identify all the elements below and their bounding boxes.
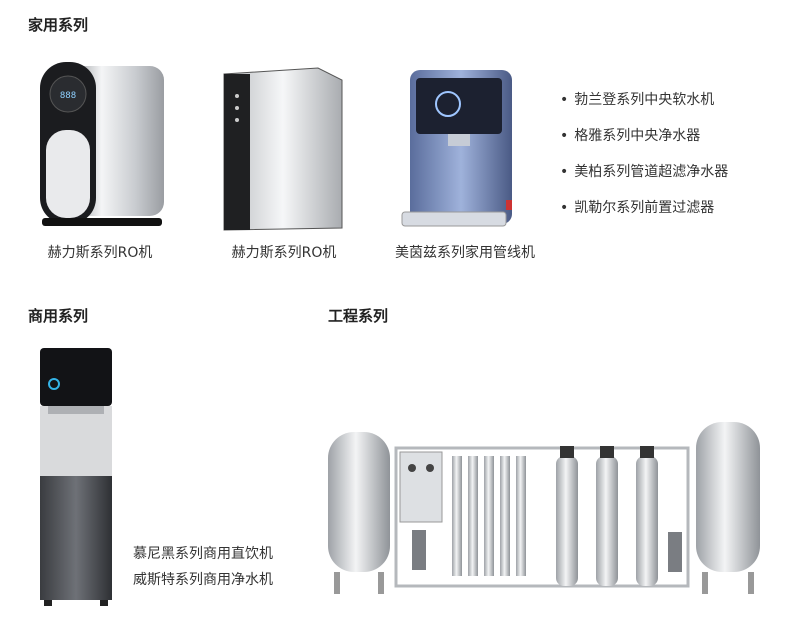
- product-caption-3: 美茵兹系列家用管线机: [395, 245, 535, 261]
- product-caption-2: 赫力斯系列RO机: [231, 245, 337, 261]
- product-caption-1: 赫力斯系列RO机: [47, 245, 153, 261]
- pipeline-dispenser-icon[interactable]: [398, 68, 518, 238]
- bullet-item-ultrafiltration[interactable]: 美柏系列管道超滤净水器: [560, 160, 728, 196]
- commercial-caption-1: 慕尼黑系列商用直饮机: [133, 546, 273, 562]
- svg-text:888: 888: [60, 91, 76, 101]
- commercial-section-title: 商用系列: [28, 307, 89, 325]
- commercial-caption-2: 威斯特系列商用净水机: [133, 572, 273, 588]
- commercial-water-dispenser-icon[interactable]: [38, 346, 116, 612]
- ro-purifier-box-icon[interactable]: [222, 66, 344, 236]
- industrial-ro-system-icon[interactable]: [322, 412, 766, 606]
- household-section-title: 家用系列: [28, 16, 89, 34]
- bullet-item-central-purifier[interactable]: 格雅系列中央净水器: [560, 124, 728, 160]
- household-bullet-list: 勃兰登系列中央软水机 格雅系列中央净水器 美柏系列管道超滤净水器 凯勒尔系列前置…: [560, 88, 728, 232]
- ro-purifier-silver-icon[interactable]: 888: [38, 60, 168, 234]
- engineering-section-title: 工程系列: [328, 307, 389, 325]
- bullet-item-prefilter[interactable]: 凯勒尔系列前置过滤器: [560, 196, 728, 232]
- bullet-item-softener[interactable]: 勃兰登系列中央软水机: [560, 88, 728, 124]
